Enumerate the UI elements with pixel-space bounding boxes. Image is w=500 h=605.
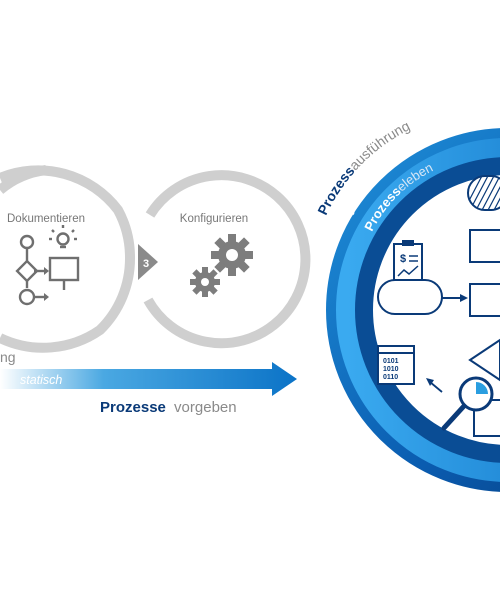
flow-arrow <box>442 294 468 302</box>
hatched-start-shape <box>467 175 500 211</box>
process-flow-icon <box>15 225 80 306</box>
gateway-shape <box>468 338 500 382</box>
task-box <box>469 283 500 317</box>
binary-code-icon: 0101 1010 0110 <box>377 345 415 385</box>
data-pill-shape <box>377 279 443 315</box>
arrow-mode-label: statisch <box>20 373 62 387</box>
magnifier-icon <box>441 376 494 431</box>
task-box <box>469 229 500 263</box>
svg-text:0110: 0110 <box>383 374 398 381</box>
svg-text:$: $ <box>400 253 406 265</box>
svg-text:0101: 0101 <box>383 358 399 365</box>
step-ring-configure <box>143 170 311 349</box>
arrow-caption: Prozesse vorgeben <box>100 399 237 416</box>
caption-bold: Prozesse <box>100 399 166 416</box>
step-label: Dokumentieren <box>7 213 85 225</box>
step-documenting: Dokumentieren <box>7 213 85 306</box>
step-ring-left <box>0 165 136 353</box>
caption-rest: vorgeben <box>170 399 237 416</box>
step-connector-arrow: 3 <box>138 244 158 280</box>
inner-process-graphics: $ 0101 1010 0110 <box>377 175 500 437</box>
step-configuring: Konfigurieren <box>180 213 253 297</box>
step-number: 3 <box>143 258 149 270</box>
left-fragment-text: ng <box>0 349 16 365</box>
static-arrow: ng statisch Prozesse vorgeben <box>0 349 297 416</box>
svg-text:1010: 1010 <box>383 366 399 373</box>
flow-arrow <box>426 378 443 393</box>
step-label: Konfigurieren <box>180 213 248 225</box>
invoice-document-icon: $ <box>393 240 423 283</box>
gears-icon <box>190 234 253 297</box>
